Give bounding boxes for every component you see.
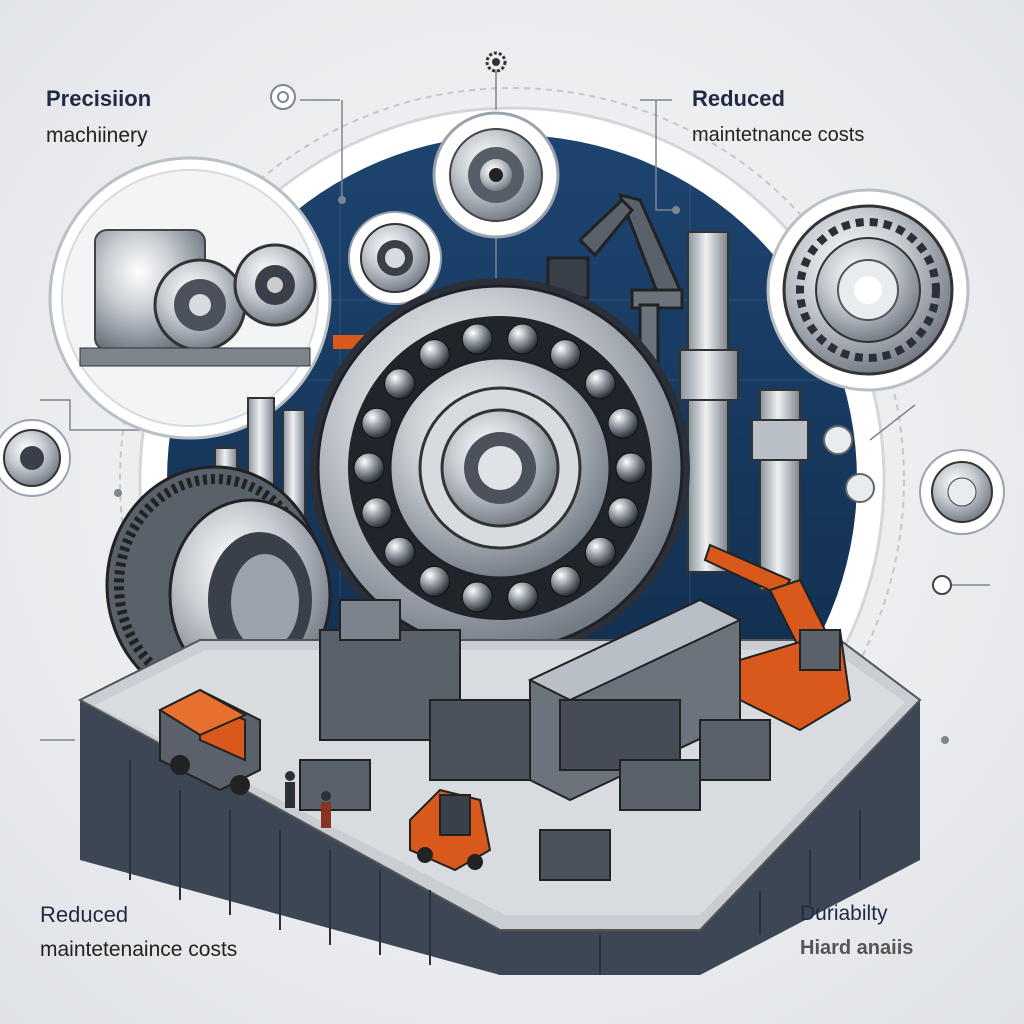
bearing-ball: [507, 323, 539, 355]
small-knob-icon: [932, 575, 952, 595]
bearing-ball: [584, 368, 616, 400]
label-bl-line1: Reduced: [40, 902, 129, 927]
bearing-ball: [384, 368, 416, 400]
bearing-ball: [361, 497, 393, 529]
small-target-icon: [270, 84, 296, 110]
bearing-ball: [584, 536, 616, 568]
small-bearing: [348, 211, 442, 305]
factory-buildings: [299, 598, 771, 881]
bearing-ball: [419, 339, 450, 371]
label-br-line1: Duriabilty: [800, 902, 888, 925]
bearing-ball: [507, 581, 539, 613]
label-tr-line1: Reduced: [692, 86, 785, 111]
worker-icon: [285, 771, 331, 828]
truck-icon: [157, 688, 261, 795]
bearing-ball: [419, 565, 450, 597]
label-precision-machinery: Precisiion machiinery: [46, 86, 151, 149]
gear-icon: [485, 51, 507, 73]
orange-crane-icon: [703, 543, 852, 732]
bearing-ball: [461, 323, 493, 355]
top-bearing-medallion: [432, 111, 560, 239]
bearing-ball: [384, 536, 416, 568]
right-bearing-medallion: [766, 188, 970, 392]
bearing-ball: [550, 565, 581, 597]
main-bearing: [310, 278, 690, 658]
bearing-ball: [607, 497, 639, 529]
forklift-icon: [409, 788, 492, 872]
crane-icon: [546, 192, 684, 397]
bearing-ball: [361, 407, 393, 439]
small-gear-icon: [823, 425, 853, 455]
label-tr-line2: maintetnance costs: [692, 123, 865, 146]
bearing-ball: [550, 339, 581, 371]
bearing-ball: [615, 452, 647, 484]
left-machinery-medallion: [48, 156, 332, 440]
label-tl-line1: Precisiion: [46, 86, 152, 111]
label-reduced-maintenance-top: Reduced maintetnance costs: [692, 86, 864, 148]
bearing-ball: [607, 407, 639, 439]
label-reduced-maintenance-bottom: Reduced maintetenaince costs: [40, 902, 237, 963]
outer-ring: [119, 87, 905, 873]
right-small-bearing-icon: [919, 449, 1005, 535]
left-small-bearing-icon: [0, 419, 71, 497]
label-tl-line2: machiinery: [46, 123, 148, 147]
label-bl-line2: maintetenaince costs: [40, 937, 238, 961]
label-br-line2: Hiard anaiis: [800, 936, 914, 959]
label-durability: Duriabilty Hiard anaiis: [800, 902, 913, 960]
bearing-balls: [353, 323, 647, 613]
factory-towers: [679, 231, 809, 591]
bearing-ball: [353, 452, 385, 484]
bearing-ball: [461, 581, 493, 613]
